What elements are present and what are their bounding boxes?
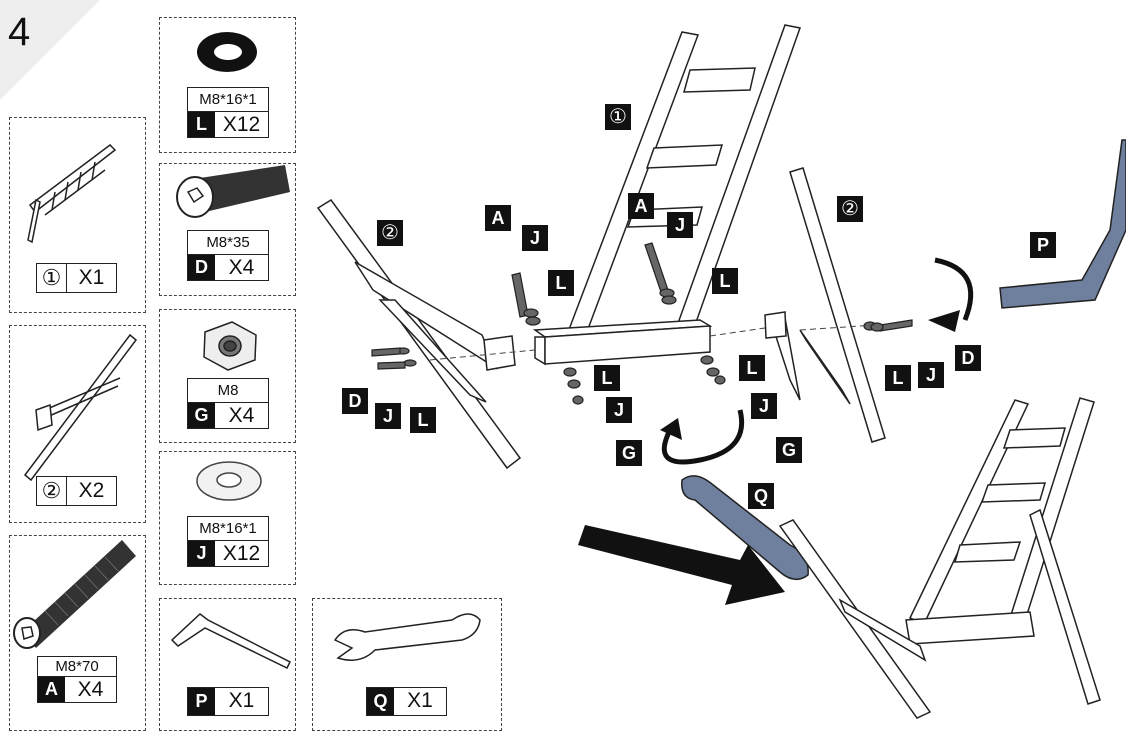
washer-l-label: M8*16*1 L X12 xyxy=(187,87,269,138)
tag-l-right-bolt: L xyxy=(885,365,911,391)
bolt-a-icon xyxy=(13,540,136,649)
frame1-ladder xyxy=(532,24,801,366)
alignment-lines xyxy=(429,324,876,361)
washer-j-chip: J xyxy=(188,541,215,566)
washer-j-spec: M8*16*1 xyxy=(199,520,257,537)
part-box-frame2: ② X2 xyxy=(9,325,146,523)
part-box-bolt-a: M8*70 A X4 xyxy=(9,535,146,731)
part-box-nut-g: M8 G X4 xyxy=(159,309,296,443)
nut-g-icon xyxy=(203,321,257,371)
wrench-q-icon xyxy=(333,613,481,661)
tag-d-left: D xyxy=(342,388,368,414)
tag-frame2-left: ② xyxy=(377,220,403,246)
wrench-q-qty: X1 xyxy=(407,689,433,712)
hex-key-p-diagram xyxy=(999,139,1126,309)
step-number: 4 xyxy=(8,10,31,54)
tag-d-right-bolt: D xyxy=(955,345,981,371)
tag-g-lower-right: G xyxy=(776,437,802,463)
hex-key-p-chip: P xyxy=(188,688,215,715)
bolt-a-qty: X4 xyxy=(77,678,104,701)
part-box-wrench-q: Q X1 xyxy=(312,598,502,731)
tag-l-left: L xyxy=(548,270,574,296)
tag-j-left: J xyxy=(522,225,548,251)
part-box-bolt-d: M8*35 D X4 xyxy=(159,163,296,296)
washer-j-icon xyxy=(196,461,262,501)
nut-g-label: M8 G X4 xyxy=(187,378,269,429)
tag-j-center: J xyxy=(667,212,693,238)
wrench-q-label: Q X1 xyxy=(366,687,447,716)
washer-l-qty: X12 xyxy=(222,113,261,136)
frame2-right xyxy=(764,167,886,443)
page-corner-shade xyxy=(0,0,100,100)
bolt-a-chip: A xyxy=(38,677,65,702)
tag-l-lower-left: L xyxy=(594,365,620,391)
tag-j-right-bolt: J xyxy=(918,362,944,388)
nut-g-qty: X4 xyxy=(228,404,255,427)
washer-l-icon xyxy=(197,32,257,72)
bolt-a-spec: M8*70 xyxy=(55,658,99,675)
washer-l-spec: M8*16*1 xyxy=(199,91,257,108)
bolt-a-label: M8*70 A X4 xyxy=(37,656,117,703)
hex-key-p-label: P X1 xyxy=(187,687,269,716)
rotate-arrow-right-head xyxy=(928,310,960,332)
frame2-qty: X2 xyxy=(78,479,105,502)
tag-g-lower-left: G xyxy=(616,440,642,466)
wrench-q-chip: Q xyxy=(367,688,394,715)
nut-g-spec: M8 xyxy=(217,382,239,399)
tag-a-center: A xyxy=(628,193,654,219)
tag-l-lower-right: L xyxy=(739,355,765,381)
part-box-hex-key-p: P X1 xyxy=(159,598,296,731)
tag-j-left-bolt: J xyxy=(375,403,401,429)
frame2-chip: ② xyxy=(37,477,67,505)
part-box-frame1: ① X1 xyxy=(9,117,146,313)
frame1-thumbnail xyxy=(27,144,117,244)
washer-j-qty: X12 xyxy=(222,542,261,565)
frame1-label: ① X1 xyxy=(36,263,117,293)
frame1-qty: X1 xyxy=(78,266,105,289)
frame2-label: ② X2 xyxy=(36,476,117,506)
bolt-d-qty: X4 xyxy=(228,256,255,279)
tag-j-lower-right: J xyxy=(751,393,777,419)
tag-q-diagram: Q xyxy=(748,483,774,509)
tag-j-lower-left: J xyxy=(606,397,632,423)
part-box-washer-j: M8*16*1 J X12 xyxy=(159,451,296,585)
direction-arrow xyxy=(578,525,785,605)
rotate-arrow-center xyxy=(661,409,745,465)
hex-key-p-qty: X1 xyxy=(228,689,255,712)
tag-l-left-bolt: L xyxy=(410,407,436,433)
hex-key-p-icon xyxy=(170,613,292,669)
washer-j-label: M8*16*1 J X12 xyxy=(187,516,269,567)
frame2-left xyxy=(316,198,522,470)
rotate-arrow-center-head xyxy=(660,418,682,440)
tag-a-left: A xyxy=(485,205,511,231)
part-box-washer-l: M8*16*1 L X12 xyxy=(159,17,296,153)
rotate-arrow-right xyxy=(934,257,974,321)
frame2-thumbnail xyxy=(23,333,138,482)
bolt-d-icon xyxy=(176,165,290,218)
bolt-d-chip: D xyxy=(188,255,215,280)
tag-l-center: L xyxy=(712,268,738,294)
nut-g-chip: G xyxy=(188,403,215,428)
wrench-q-diagram xyxy=(681,475,809,581)
tag-frame2-right: ② xyxy=(837,196,863,222)
tag-p-diagram: P xyxy=(1030,232,1056,258)
tag-frame1-center: ① xyxy=(605,104,631,130)
bolt-d-spec: M8*35 xyxy=(206,234,250,251)
frame1-chip: ① xyxy=(37,264,67,292)
assembled-stand xyxy=(778,397,1101,719)
washer-l-chip: L xyxy=(188,112,215,137)
bolt-d-label: M8*35 D X4 xyxy=(187,230,269,281)
